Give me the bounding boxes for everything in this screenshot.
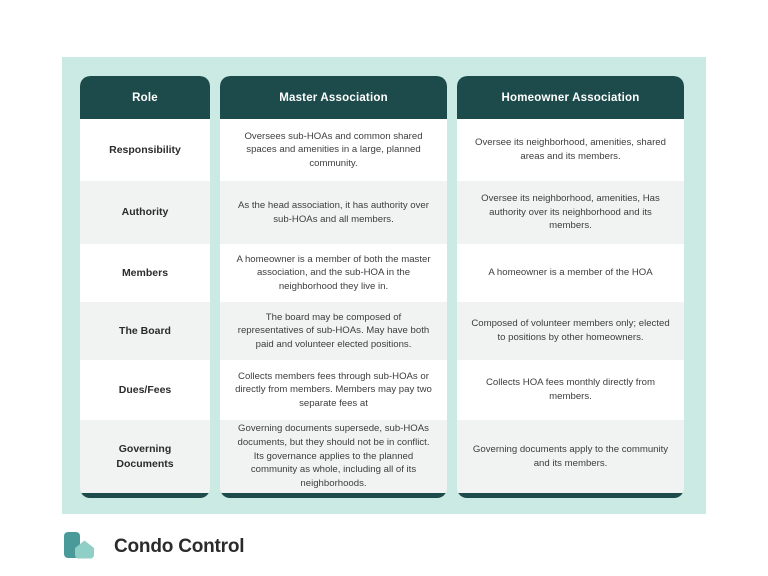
table-row: Composed of volunteer members only; elec… — [457, 302, 684, 360]
table-row: Dues/Fees — [80, 360, 210, 420]
column-footer-bar-homeowner-association — [457, 493, 684, 498]
column-header-homeowner-association: Homeowner Association — [457, 76, 684, 119]
table-row: Governing Documents — [80, 420, 210, 493]
column-header-master-association: Master Association — [220, 76, 447, 119]
column-footer-bar-role — [80, 493, 210, 498]
condo-control-logo-icon — [62, 528, 100, 566]
comparison-table: Role Responsibility Authority Members Th… — [80, 76, 684, 498]
table-column-homeowner-association: Homeowner Association Oversee its neighb… — [457, 76, 684, 498]
table-row: The board may be composed of representat… — [220, 302, 447, 360]
table-row: As the head association, it has authorit… — [220, 181, 447, 244]
table-row: Collects HOA fees monthly directly from … — [457, 360, 684, 420]
column-footer-bar-master-association — [220, 493, 447, 498]
brand-name: Condo Control — [114, 536, 245, 557]
table-row: Governing documents supersede, sub-HOAs … — [220, 420, 447, 493]
table-row: Oversee its neighborhood, amenities, Has… — [457, 181, 684, 244]
table-row: Responsibility — [80, 119, 210, 181]
column-body-role: Responsibility Authority Members The Boa… — [80, 119, 210, 493]
table-row: Members — [80, 244, 210, 302]
brand-footer: Condo Control — [62, 528, 245, 566]
table-row: Authority — [80, 181, 210, 244]
table-column-role: Role Responsibility Authority Members Th… — [80, 76, 210, 498]
table-row: Governing documents apply to the communi… — [457, 420, 684, 493]
column-body-homeowner-association: Oversee its neighborhood, amenities, sha… — [457, 119, 684, 493]
table-row: Oversees sub-HOAs and common shared spac… — [220, 119, 447, 181]
table-row: The Board — [80, 302, 210, 360]
column-body-master-association: Oversees sub-HOAs and common shared spac… — [220, 119, 447, 493]
table-row: A homeowner is a member of the HOA — [457, 244, 684, 302]
table-column-master-association: Master Association Oversees sub-HOAs and… — [220, 76, 447, 498]
table-row: Oversee its neighborhood, amenities, sha… — [457, 119, 684, 181]
column-header-role: Role — [80, 76, 210, 119]
table-row: A homeowner is a member of both the mast… — [220, 244, 447, 302]
table-row: Collects members fees through sub-HOAs o… — [220, 360, 447, 420]
